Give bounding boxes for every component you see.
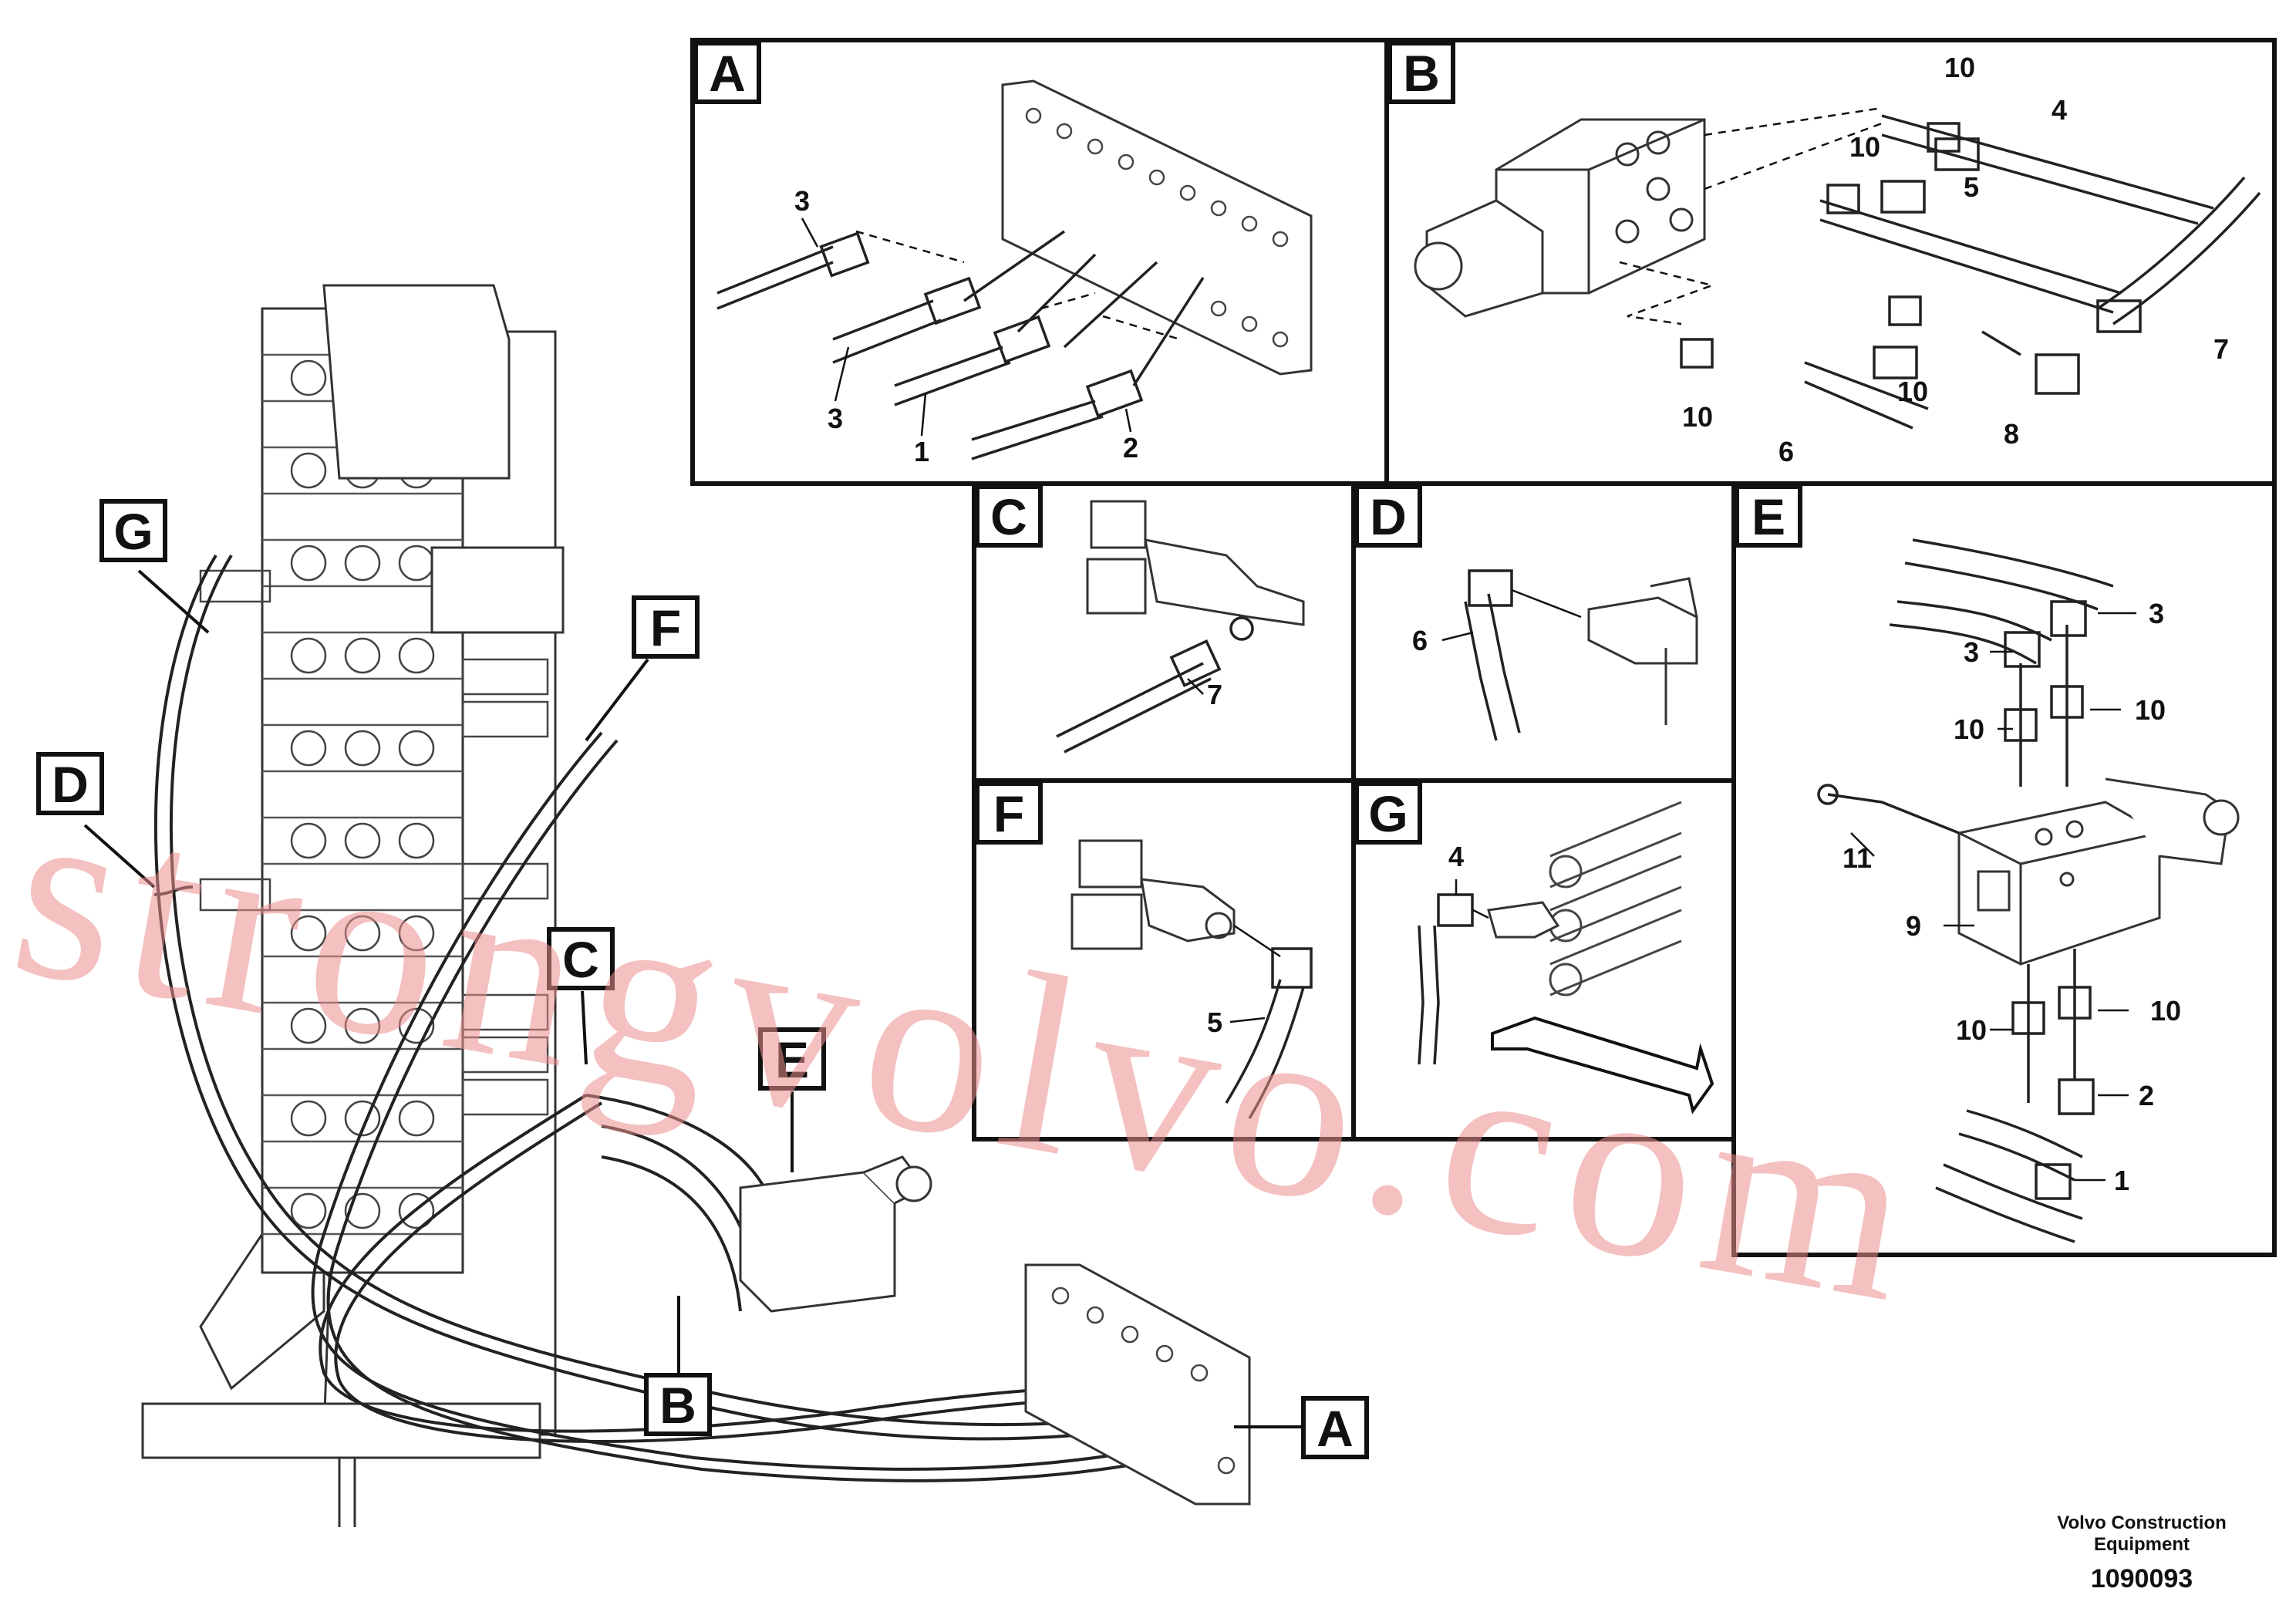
svg-text:F: F [650,599,681,656]
panel-G-frame [1351,778,1736,1141]
panel-F-letter: F [975,781,1043,845]
svg-text:3: 3 [1964,636,1979,668]
panel-A-drawing [716,79,1313,460]
panel-G-part-labels: 4 [1448,841,1464,872]
svg-text:B: B [1403,45,1440,102]
panel-C-part-labels: 7 [1207,679,1222,710]
svg-text:2: 2 [1123,432,1138,464]
main-callout-A: A [1234,1396,1369,1459]
main-callout-G: G [99,499,210,634]
svg-text:B: B [659,1377,696,1434]
svg-text:5: 5 [1207,1007,1222,1038]
panel-C-letter: C [975,484,1043,548]
panel-C-drawing [1056,500,1305,754]
svg-text:F: F [993,785,1024,842]
main-callout-E: E [758,1027,826,1172]
drawing-number: 1090093 [2090,1564,2193,1593]
svg-text:A: A [1317,1400,1354,1457]
svg-text:A: A [709,45,746,102]
direction-arrow-icon [1491,1016,1714,1114]
panel-D-part-labels: 6 [1412,625,1428,656]
svg-text:6: 6 [1412,625,1428,656]
svg-text:10: 10 [2150,995,2181,1027]
panel-D-letter: D [1354,484,1422,548]
footer-company-name: Volvo Construction Equipment [2057,1512,2227,1555]
panel-F-part-labels: 5 [1207,1007,1222,1038]
main-callout-C: C [547,927,615,1065]
svg-text:D: D [1370,488,1407,545]
svg-text:G: G [1368,785,1408,842]
svg-text:3: 3 [828,403,843,434]
svg-text:2: 2 [2139,1080,2154,1111]
svg-text:4: 4 [2052,94,2067,126]
panel-G-letter: G [1354,781,1422,845]
main-callout-F: F [585,595,700,742]
svg-text:3: 3 [2149,598,2164,629]
panel-B-drawing [1414,106,2261,430]
svg-text:1: 1 [914,436,929,467]
svg-text:10: 10 [1954,713,1984,745]
svg-text:E: E [1752,488,1785,545]
svg-text:6: 6 [1778,436,1794,467]
svg-text:4: 4 [1448,841,1464,872]
svg-text:11: 11 [1843,842,1872,874]
svg-text:10: 10 [1944,52,1975,83]
panel-B-part-labels: 10 4 10 5 7 10 10 6 8 [1682,52,2229,467]
svg-text:3: 3 [794,185,810,217]
svg-text:10: 10 [1682,401,1713,433]
svg-text:E: E [775,1031,809,1088]
panel-F-drawing [1070,839,1313,1119]
svg-text:D: D [52,756,89,813]
svg-text:C: C [562,931,599,988]
panel-A-letter: A [693,41,761,104]
svg-text:10: 10 [2135,694,2166,726]
panel-frames [690,38,2277,1257]
svg-text:G: G [113,503,153,560]
main-callouts: G D F C E B A [36,499,1369,1459]
panel-D-drawing [1441,569,1698,741]
main-callout-B: B [644,1296,712,1436]
svg-text:9: 9 [1906,910,1921,942]
panel-E-part-labels: 3 3 10 10 11 9 10 10 2 1 [1843,598,2181,1196]
svg-text:5: 5 [1964,171,1979,203]
svg-text:7: 7 [2213,333,2229,365]
svg-text:8: 8 [2004,418,2019,450]
panel-G-drawing [1418,801,1714,1114]
panel-E-drawing [1817,538,2240,1243]
svg-text:C: C [990,488,1027,545]
panel-letter-boxes: A B C D E F G [693,41,1802,845]
panel-E-letter: E [1735,484,1802,548]
main-callout-D: D [36,752,156,889]
svg-text:7: 7 [1207,679,1222,710]
svg-text:10: 10 [1897,376,1928,407]
svg-text:10: 10 [1849,131,1880,163]
svg-text:10: 10 [1956,1014,1987,1046]
main-assembly-drawing [141,284,1251,1527]
panel-B-letter: B [1387,41,1455,104]
svg-text:1: 1 [2114,1165,2129,1196]
panel-A-part-labels: 3 3 1 2 [794,185,1138,467]
